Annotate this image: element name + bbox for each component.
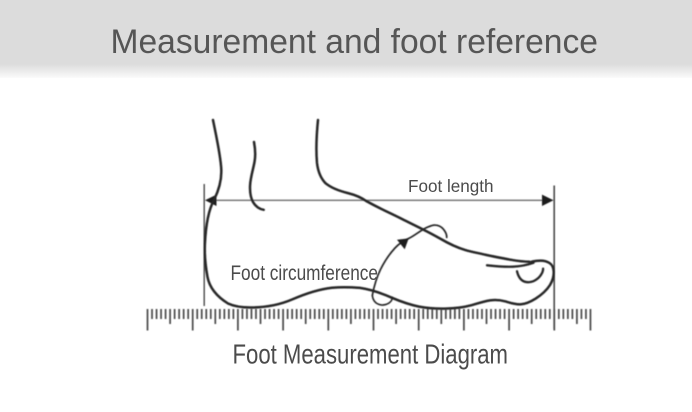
svg-text:Foot Measurement Diagram: Foot Measurement Diagram [233,339,509,370]
svg-text:Measurement and foot reference: Measurement and foot reference [111,23,599,61]
svg-text:Foot length: Foot length [408,176,494,196]
svg-text:Foot circumference: Foot circumference [231,262,379,285]
